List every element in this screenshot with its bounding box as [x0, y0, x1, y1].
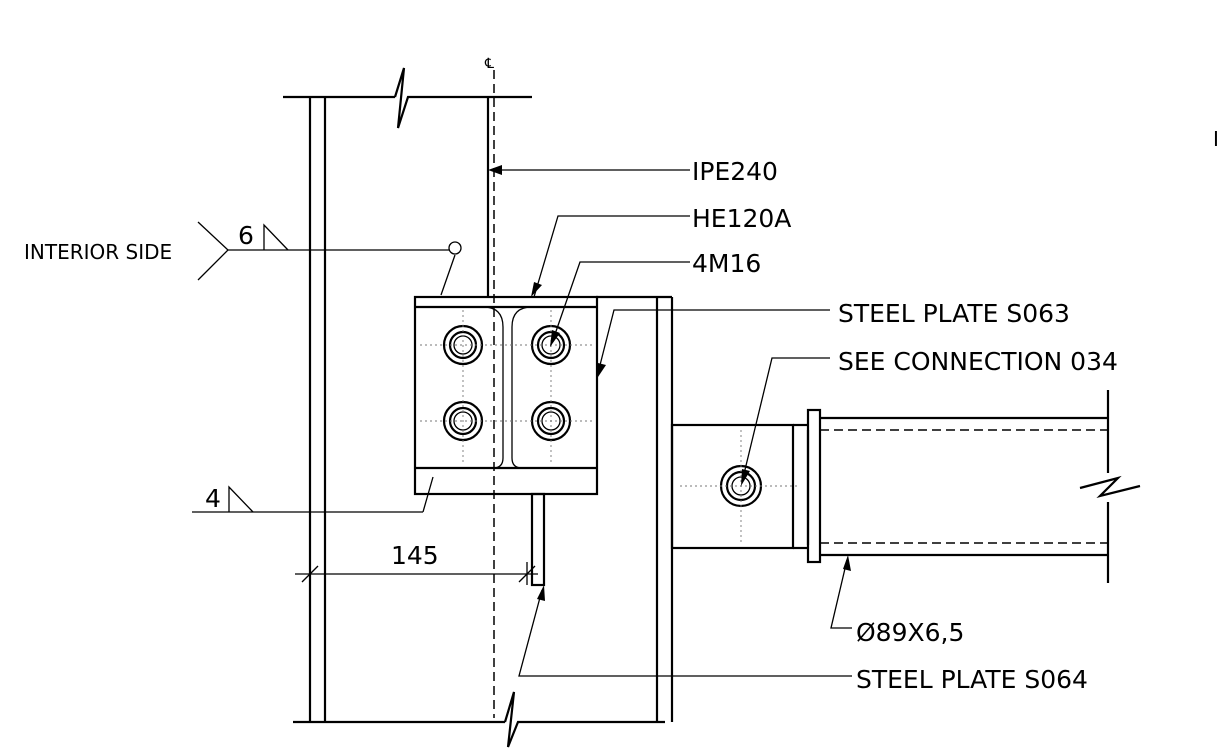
leader-4m16: 4M16	[550, 249, 761, 347]
leader-he120a: HE120A	[531, 204, 791, 298]
bolt-group-4m16	[420, 310, 595, 465]
label-tube: Ø89X6,5	[856, 618, 964, 647]
leader-ipe240: IPE240	[488, 157, 778, 186]
label-weld-4: 4	[205, 484, 221, 513]
leader-interior-side: INTERIOR SIDE 6	[24, 221, 462, 296]
label-dimension-145: 145	[391, 541, 439, 570]
leader-steel-plate-s063: STEEL PLATE S063	[596, 299, 1070, 380]
leader-see-connection-034: SEE CONNECTION 034	[741, 347, 1118, 486]
dimension-145: 145	[295, 541, 538, 585]
steel-plate-s064	[530, 492, 546, 587]
centerline-symbol: ℄	[484, 56, 494, 72]
label-steel-plate-s064: STEEL PLATE S064	[856, 665, 1088, 694]
label-steel-plate-s063: STEEL PLATE S063	[838, 299, 1070, 328]
centerline: ℄	[484, 56, 495, 718]
bracket-he120a	[413, 295, 599, 496]
connection-034	[670, 408, 822, 564]
column	[283, 67, 665, 748]
leader-weld-4: 4	[192, 476, 434, 513]
leader-steel-plate-s064: STEEL PLATE S064	[518, 585, 1088, 694]
label-see-connection-034: SEE CONNECTION 034	[838, 347, 1118, 376]
label-4m16: 4M16	[692, 249, 761, 278]
tube-d89	[820, 390, 1141, 583]
label-weld-6: 6	[238, 221, 254, 250]
leader-tube: Ø89X6,5	[830, 555, 964, 647]
beam-ipe240	[596, 295, 674, 722]
label-interior-side: INTERIOR SIDE	[24, 240, 172, 264]
label-he120a: HE120A	[692, 204, 791, 233]
label-ipe240: IPE240	[692, 157, 778, 186]
edge-mark: I	[1213, 127, 1219, 151]
